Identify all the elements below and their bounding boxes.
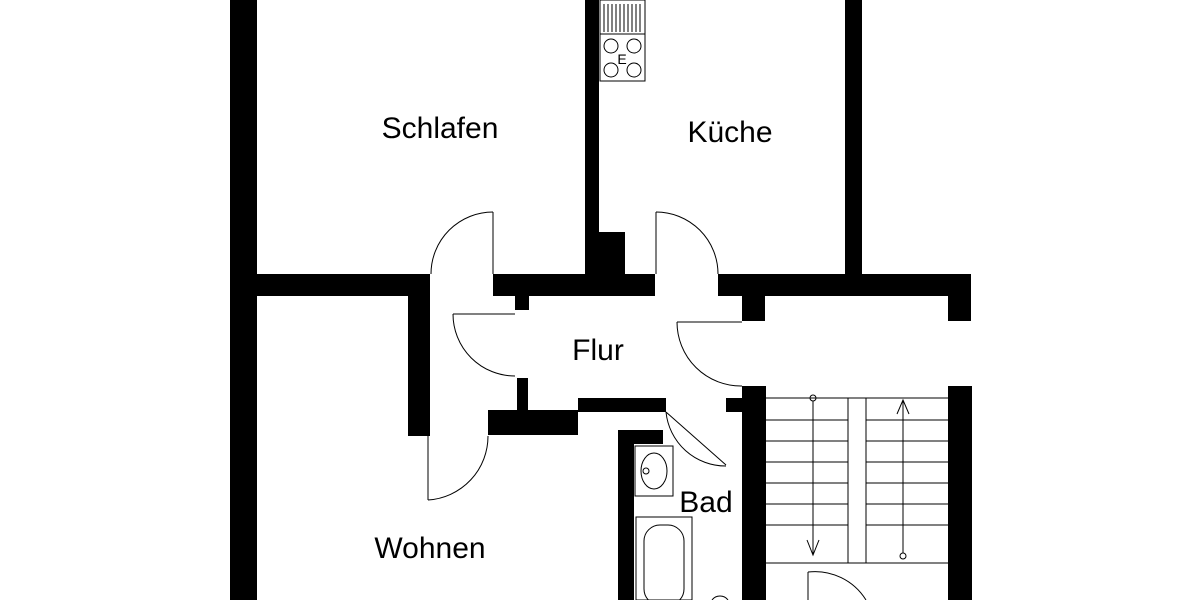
- toilet-icon: [711, 595, 729, 600]
- wall-flur-bottom-left: [488, 410, 578, 435]
- wall-flur-bottom-right: [578, 398, 666, 412]
- wall-flur-top-mid-notch: [515, 296, 529, 310]
- door-wohnen: [427, 435, 489, 501]
- stair-arrow-down: [806, 394, 820, 557]
- wall-pillar-flur: [585, 232, 625, 274]
- wall-wohnen-top-stub: [408, 296, 430, 436]
- doors: [427, 211, 867, 600]
- outer-wall-right-kueche: [845, 0, 862, 274]
- staircase: [766, 394, 948, 564]
- door-flur-left: [452, 313, 516, 377]
- wall-kueche-bottom: [718, 274, 971, 296]
- room-label-bad: Bad: [679, 486, 732, 519]
- room-label-kueche: Küche: [687, 116, 772, 149]
- stair-steps-right: [866, 419, 948, 526]
- wall-schlafen-kueche: [585, 0, 599, 232]
- walls: [230, 0, 972, 600]
- wall-stair-top-left: [742, 296, 765, 321]
- washbasin-icon: [634, 445, 674, 497]
- room-label-schlafen: Schlafen: [382, 112, 499, 145]
- wall-bad-top-right: [726, 398, 745, 412]
- stair-steps-left: [766, 419, 848, 526]
- wall-flur-top-mid: [493, 274, 655, 296]
- bathtub-icon: [635, 516, 693, 600]
- wall-bad-left-top: [618, 430, 663, 444]
- outer-wall-right-stair: [948, 386, 972, 600]
- wall-bad-left: [618, 430, 634, 600]
- door-flur-right: [676, 321, 743, 387]
- stove-label: E: [617, 51, 626, 67]
- wall-flur-left-post: [517, 378, 528, 410]
- door-bad: [665, 411, 727, 467]
- room-label-flur: Flur: [572, 334, 624, 367]
- wall-stair-top-right: [948, 296, 971, 321]
- door-stair-bottom: [807, 571, 867, 600]
- door-schlafen: [430, 211, 494, 275]
- outer-wall-left: [230, 0, 257, 600]
- room-label-wohnen: Wohnen: [374, 532, 485, 565]
- stove-icon: E: [599, 0, 646, 82]
- wall-schlafen-bottom: [257, 274, 430, 296]
- door-kueche: [655, 211, 719, 275]
- wall-bad-stair: [742, 386, 766, 600]
- stair-arrow-up: [896, 398, 910, 560]
